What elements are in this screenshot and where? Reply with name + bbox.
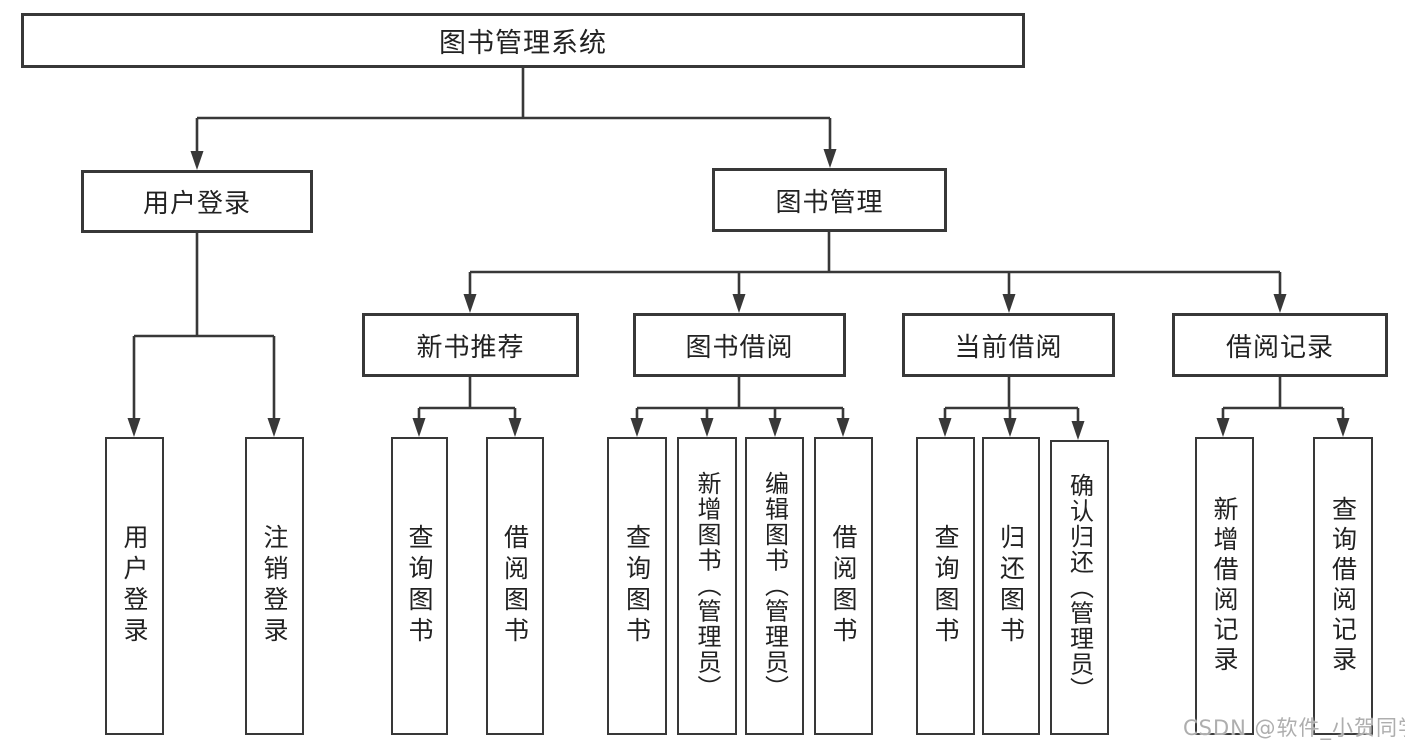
leaf-return-books: 归还图书 — [982, 437, 1040, 735]
node-label: 新增借阅记录 — [1210, 496, 1239, 676]
leaf-confirm-return-admin: 确认归还（管理员） — [1050, 440, 1109, 735]
node-label: 注销登录 — [260, 524, 289, 648]
node-label: 图书管理系统 — [439, 28, 607, 59]
leaf-add-borrow-record: 新增借阅记录 — [1195, 437, 1254, 735]
leaf-logout: 注销登录 — [245, 437, 304, 735]
node-label: 查询图书 — [931, 524, 960, 648]
leaf-query-borrow-record: 查询借阅记录 — [1313, 437, 1373, 735]
leaf-borrow-books-recommend: 借阅图书 — [486, 437, 544, 735]
node-book-borrowing: 图书借阅 — [633, 313, 846, 377]
node-label: 用户登录 — [142, 189, 251, 219]
node-label: 用户登录 — [120, 524, 149, 648]
leaf-query-books-borrowing: 查询图书 — [607, 437, 667, 735]
node-label: 编辑图书（管理员） — [760, 471, 789, 701]
leaf-edit-books-admin: 编辑图书（管理员） — [745, 437, 804, 735]
node-library-management-system: 图书管理系统 — [21, 13, 1025, 68]
leaf-add-books-admin: 新增图书（管理员） — [677, 437, 737, 735]
node-label: 归还图书 — [996, 524, 1026, 648]
csdn-watermark: CSDN @软件_小贺同学 — [1183, 716, 1405, 740]
node-label: 新书推荐 — [416, 332, 525, 363]
node-book-management: 图书管理 — [712, 168, 947, 232]
node-label: 图书借阅 — [685, 332, 794, 363]
node-label: 借阅图书 — [829, 524, 858, 648]
leaf-query-books-current: 查询图书 — [916, 437, 975, 735]
node-borrowing-records: 借阅记录 — [1172, 313, 1388, 377]
node-label: 借阅记录 — [1225, 332, 1334, 363]
node-label: 图书管理 — [775, 187, 884, 218]
node-current-borrowing: 当前借阅 — [902, 313, 1115, 377]
node-label: 确认归还（管理员） — [1065, 472, 1094, 703]
node-label: 查询借阅记录 — [1328, 496, 1358, 676]
node-label: 查询图书 — [622, 524, 652, 648]
node-new-book-recommendation: 新书推荐 — [362, 313, 579, 377]
node-user-login: 用户登录 — [81, 170, 313, 233]
leaf-borrow-books: 借阅图书 — [814, 437, 873, 735]
node-label: 当前借阅 — [954, 332, 1063, 363]
node-label: 查询图书 — [405, 524, 434, 648]
leaf-query-books-recommend: 查询图书 — [391, 437, 448, 735]
node-label: 新增图书（管理员） — [693, 471, 721, 701]
node-label: 借阅图书 — [500, 524, 530, 648]
leaf-user-login: 用户登录 — [105, 437, 164, 735]
